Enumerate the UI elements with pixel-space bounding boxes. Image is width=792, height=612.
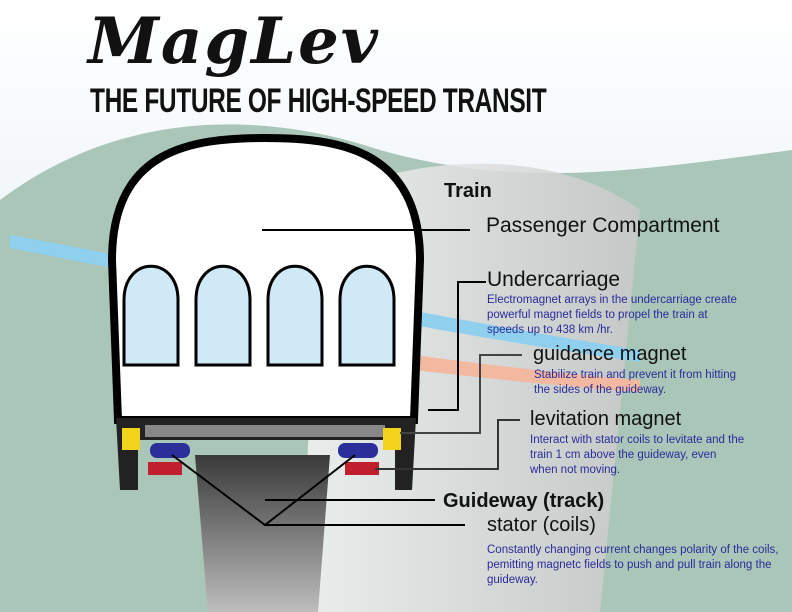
- desc-levitation-magnet: Interact with stator coils to levitate a…: [530, 434, 745, 476]
- guidance-magnet-right: [383, 428, 401, 450]
- desc-stator: Constantly changing current changes pola…: [487, 544, 779, 586]
- guidance-magnet-left: [122, 428, 140, 450]
- label-passenger-compartment: Passenger Compartment: [486, 214, 720, 237]
- label-stator: stator (coils): [487, 514, 596, 536]
- label-train: Train: [444, 180, 492, 202]
- logo-title: MagLev: [88, 4, 380, 79]
- stator-right: [345, 462, 379, 475]
- stator-left: [148, 462, 182, 475]
- label-undercarriage: Undercarriage: [487, 268, 621, 291]
- windows: [122, 264, 396, 367]
- leader-lines: [171, 229, 522, 527]
- train-stripe-red: [380, 350, 640, 392]
- label-guidance-magnet: guidance magnet: [533, 343, 687, 365]
- levitation-magnet-right: [338, 443, 378, 458]
- undercarriage-plate: [145, 425, 385, 437]
- levitation-magnet-left: [150, 443, 190, 458]
- desc-undercarriage: Electromagnet arrays in the undercarriag…: [487, 294, 737, 336]
- label-guideway: Guideway (track): [443, 490, 605, 512]
- subtitle: THE FUTURE OF HIGH-SPEED TRANSIT: [90, 82, 547, 120]
- desc-guidance-magnet: Stabilize train and prevent it from hitt…: [534, 369, 736, 396]
- guideway: [195, 455, 330, 612]
- label-levitation-magnet: levitation magnet: [530, 408, 682, 430]
